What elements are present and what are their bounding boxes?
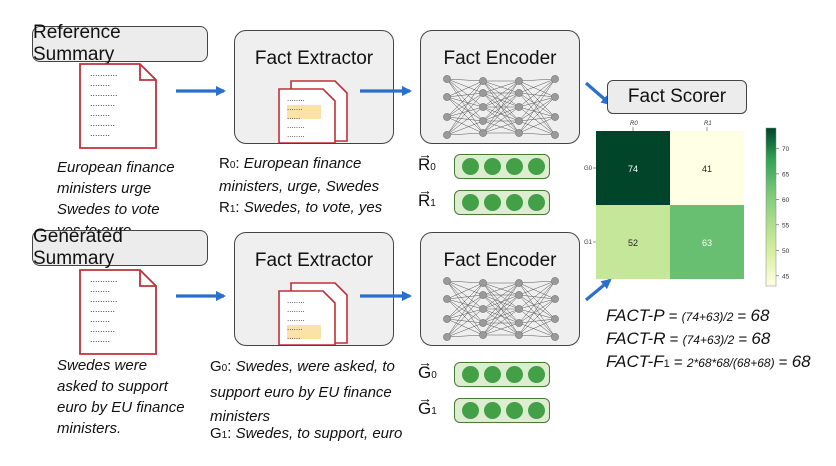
extractor-documents-icon-bottom: ........ ........ ........ ....... .....… [278, 282, 348, 345]
fact-extractor-box-top: Fact Extractor ........ ....... ...... .… [234, 30, 394, 144]
fact-encoder-box-top: Fact Encoder [420, 30, 580, 144]
vector-label-g1: → G1 [418, 390, 437, 418]
neural-network-icon-bottom [443, 277, 559, 341]
svg-text:...........: ........... [90, 68, 118, 78]
fact-encoder-box-bottom: Fact Encoder [420, 232, 580, 346]
svg-text:........: ........ [90, 314, 110, 324]
formula-fact-f1: FACT-F1 = 2*68*68/(68+68) = 68 [606, 352, 811, 371]
svg-text:........: ........ [287, 296, 305, 305]
generated-summary-text: Generated Summary [33, 226, 123, 269]
svg-text:.......: ....... [287, 103, 303, 112]
svg-text:........: ........ [287, 314, 305, 323]
fact-extractor-title-bottom: Fact Extractor [254, 250, 374, 271]
svg-text:........: ........ [90, 108, 110, 118]
heatmap-cell-1-0 [596, 205, 670, 279]
fact-scorer-label: Fact Scorer [607, 80, 747, 114]
heatmap-cell-0-0 [596, 131, 670, 205]
svg-text:........: ........ [287, 121, 305, 130]
formula-fact-r: FACT-R = (74+63)/2 = 68 [606, 329, 771, 348]
colorbar-tick-4: 50 [782, 248, 790, 255]
svg-text:........: ........ [90, 128, 110, 138]
svg-text:..........: .......... [90, 118, 115, 128]
heatmap-cell-0-1 [670, 131, 744, 205]
heatmap-value-1-1: 63 [702, 238, 712, 248]
fact-encoder-title-top: Fact Encoder [443, 48, 557, 69]
colorbar-tick-5: 45 [782, 273, 790, 280]
svg-text:........: ........ [90, 334, 110, 344]
vector-label-r0: → R0 [418, 146, 436, 174]
fact-extractor-box-bottom: Fact Extractor ........ ........ .......… [234, 232, 394, 346]
colorbar-tick-0: 70 [782, 146, 790, 153]
svg-text:........: ........ [90, 284, 110, 294]
ref-fact-1: R1: Swedes, to vote, yes [219, 199, 383, 216]
generated-summary-label: Generated Summary [32, 226, 208, 269]
reference-summary-text: Reference Summary [33, 22, 121, 65]
gen-fact-0: G0: Swedes, were asked, to support euro … [210, 358, 395, 425]
gen-fact-1: G1: Swedes, to support, euro [210, 425, 403, 442]
heatmap-col-label-1: R1 [704, 121, 712, 127]
arrow-encoder-to-scorer-top [584, 81, 612, 106]
reference-summary-label: Reference Summary [32, 22, 208, 65]
svg-text:...........: ........... [90, 274, 118, 284]
svg-text:..........: .......... [90, 98, 115, 108]
heatmap-value-0-0: 74 [628, 164, 638, 174]
svg-text:........: ........ [90, 78, 110, 88]
svg-text:........: ........ [287, 94, 305, 103]
svg-text:...........: ........... [90, 88, 118, 98]
reference-document-icon: ........... ........ ........... .......… [79, 63, 157, 149]
fact-extractor-title-top: Fact Extractor [254, 48, 374, 69]
neural-network-icon-top [443, 75, 559, 139]
colorbar-tick-3: 55 [782, 222, 790, 229]
vector-label-g0: → G0 [418, 354, 437, 382]
arrow-encoder-to-scorer-bottom [584, 278, 612, 302]
svg-text:........: ........ [287, 130, 305, 139]
fact-encoder-title-bottom: Fact Encoder [443, 250, 557, 271]
extractor-documents-icon-top: ........ ....... ...... ........ .......… [278, 80, 348, 143]
ref-fact-0: R0: European finance ministers, urge, Sw… [219, 155, 380, 195]
svg-text:..........: .......... [90, 324, 115, 334]
heatmap-row-label-0: G0 [584, 166, 593, 172]
colorbar-tick-1: 65 [782, 171, 790, 178]
svg-text:........: ........ [287, 305, 305, 314]
svg-text:...........: ........... [90, 294, 118, 304]
formula-fact-p: FACT-P = (74+63)/2 = 68 [606, 306, 770, 325]
generated-document-icon: ........... ........ ........... .......… [79, 269, 157, 355]
svg-text:.......: ....... [287, 323, 303, 332]
svg-text:......: ...... [287, 112, 300, 121]
vector-label-r1: → R1 [418, 182, 436, 210]
heatmap-cell-1-1 [670, 205, 744, 279]
colorbar-tick-2: 60 [782, 197, 790, 204]
colorbar [765, 127, 777, 287]
heatmap-value-1-0: 52 [628, 238, 638, 248]
fact-scorer-text: Fact Scorer [627, 86, 727, 107]
heatmap-col-label-0: R0 [630, 121, 638, 127]
svg-text:......: ...... [287, 332, 300, 341]
heatmap-row-label-1: G1 [584, 240, 593, 246]
svg-text:..........: .......... [90, 304, 115, 314]
generated-caption: Swedes were asked to support euro by EU … [57, 357, 185, 437]
heatmap-value-0-1: 41 [702, 164, 712, 174]
